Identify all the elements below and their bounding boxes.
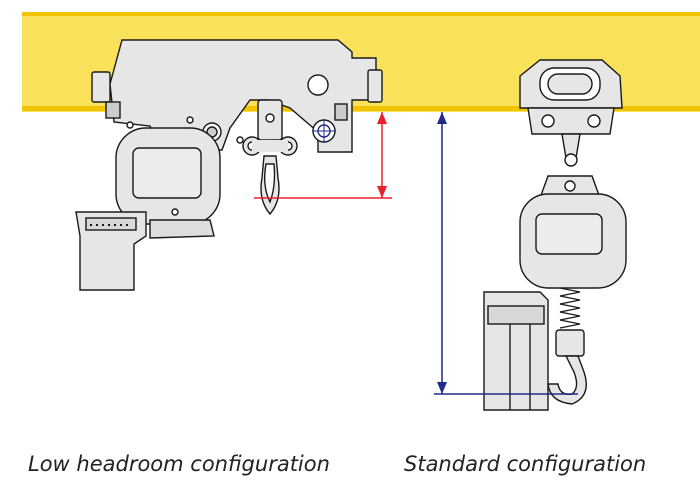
controller-box: [75, 211, 147, 291]
standard-caption: Standard configuration: [404, 452, 647, 476]
standard-chain-hoist: [483, 59, 627, 411]
low-headroom-caption: Low headroom configuration: [28, 452, 330, 476]
low-headroom-hoist: [75, 39, 383, 291]
standard-dimension: [434, 112, 578, 395]
hook: [547, 355, 587, 405]
low-headroom-dimension: [254, 112, 392, 199]
